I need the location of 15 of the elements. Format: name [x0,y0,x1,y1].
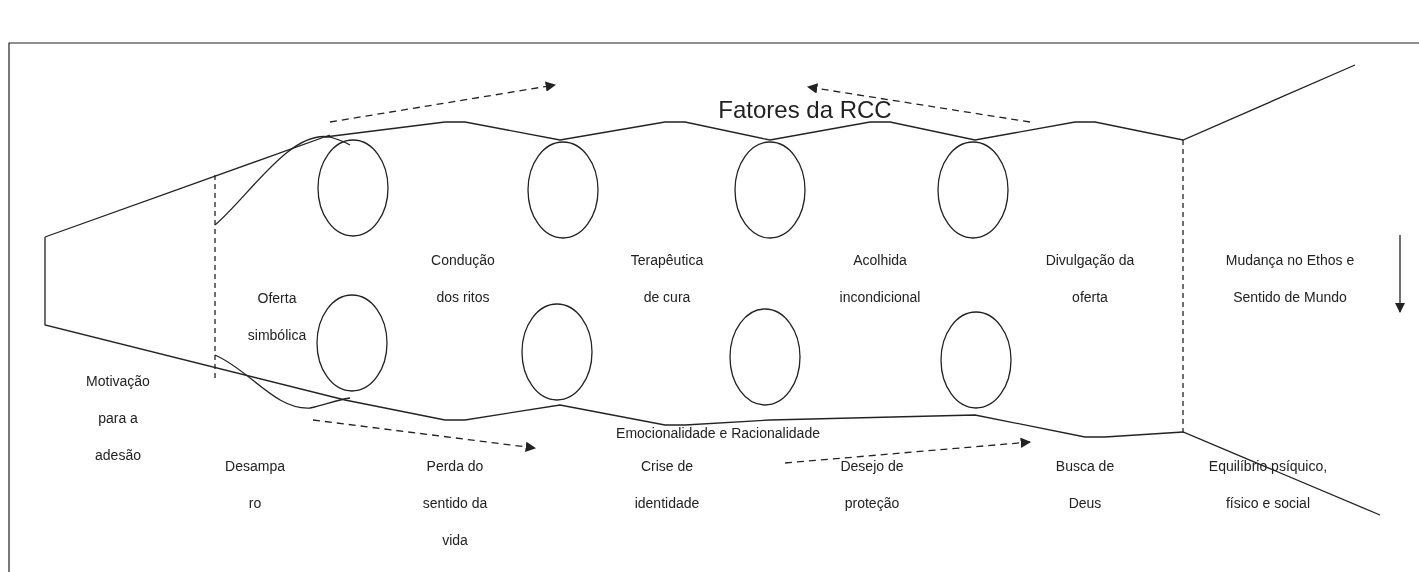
label-text: Desejo de proteção [839,457,905,513]
title-text: Fatores da RCC [717,95,893,125]
label-text: Mudança no Ethos e Sentido de Mundo [1224,251,1356,307]
label-text: Equilíbrio psíquico, físico e social [1207,457,1329,513]
label-text: Terapêutica de cura [629,251,705,307]
label-text: Busca de Deus [1054,457,1116,513]
label-text: Divulgação da oferta [1044,251,1136,307]
label-text: Desamparo [224,457,286,513]
label-text: Acolhida incondicional [838,251,922,307]
label-text: Emocionalidade e Racionalidade [616,424,820,442]
label-text: Oferta simbólica [246,289,308,345]
label-text: Motivação para a adesão [85,372,151,465]
label-text: Condução dos ritos [430,251,496,307]
label-text: Perda do sentido da vida [421,457,489,550]
label-text: Crise de identidade [633,457,701,513]
